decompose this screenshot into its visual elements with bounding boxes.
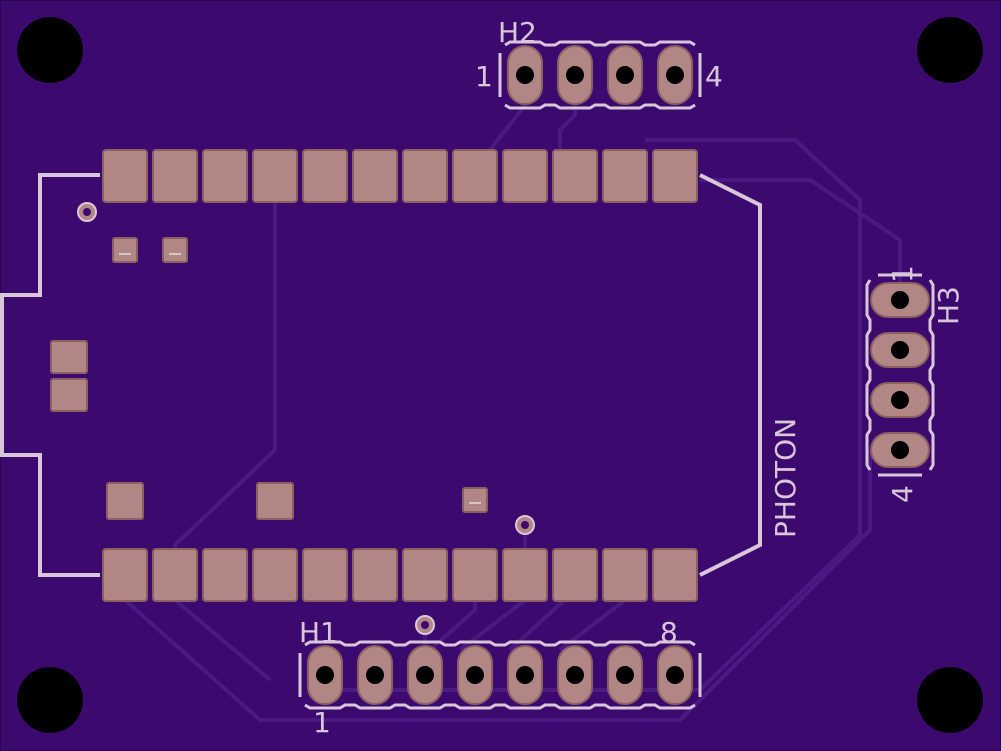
mounting-hole-bottom-left	[17, 667, 83, 733]
header-h1-outline-bottom	[304, 703, 696, 710]
module-pad-top	[252, 149, 298, 203]
header-h1-pin-hole	[616, 666, 634, 684]
header-h3-outline-right	[928, 279, 935, 471]
module-pad-top	[452, 149, 498, 203]
header-h1-pin-hole	[366, 666, 384, 684]
mounting-hole-bottom-right	[917, 667, 983, 733]
header-h3-pin-hole	[891, 441, 909, 459]
module-top-pad-row	[102, 149, 698, 203]
header-h1-pin-hole	[416, 666, 434, 684]
module-pad-top	[402, 149, 448, 203]
module-pad-bottom	[152, 548, 198, 602]
module-pad-top	[152, 149, 198, 203]
header-h1-label: H1	[299, 616, 338, 649]
header-h2-outline-bottom	[504, 103, 696, 110]
header-h2-pin-first: 1	[475, 60, 493, 93]
header-h3	[865, 273, 935, 477]
smd-pad	[256, 482, 294, 520]
header-h3-pin-last: 4	[886, 485, 919, 503]
header-h1-outline-top	[304, 640, 696, 647]
header-h1-pin-hole	[466, 666, 484, 684]
header-h3-pin-hole	[891, 341, 909, 359]
module-bottom-pad-row	[102, 548, 698, 602]
smd-pad	[162, 237, 188, 263]
module-pad-top	[302, 149, 348, 203]
module-pad-bottom	[652, 548, 698, 602]
header-h3-pin-first: 1	[886, 265, 919, 283]
header-h1-pin-hole	[566, 666, 584, 684]
smd-pad	[112, 237, 138, 263]
header-h2-pin-last: 4	[705, 60, 723, 93]
header-h3-pin-hole	[891, 391, 909, 409]
header-h3-pin-hole	[891, 291, 909, 309]
header-h1-pin-first: 1	[313, 706, 331, 739]
module-pad-top	[552, 149, 598, 203]
module-pad-bottom	[452, 548, 498, 602]
header-h2-pin-hole	[666, 66, 684, 84]
header-h2-pin-hole	[516, 66, 534, 84]
vias	[77, 202, 535, 635]
mounting-hole-top-left	[17, 17, 83, 83]
header-h1	[298, 640, 702, 710]
photon-module-label: PHOTON	[769, 418, 802, 538]
module-pad-top	[602, 149, 648, 203]
module-pad-bottom	[502, 548, 548, 602]
smd-pads	[50, 237, 488, 520]
module-pad-bottom	[252, 548, 298, 602]
module-pad-bottom	[202, 548, 248, 602]
header-h2-pin-hole	[616, 66, 634, 84]
header-h3-label: H3	[932, 286, 965, 325]
header-h2-label: H2	[498, 16, 537, 49]
pad-marks	[119, 253, 481, 504]
header-h1-pin-hole	[666, 666, 684, 684]
module-pad-top	[652, 149, 698, 203]
header-h3-outline-left	[865, 279, 872, 471]
via	[421, 621, 429, 629]
module-pad-top	[202, 149, 248, 203]
module-pad-top	[102, 149, 148, 203]
photon-module-outline	[0, 173, 762, 577]
module-pad-bottom	[602, 548, 648, 602]
module-pad-bottom	[302, 548, 348, 602]
smd-pad	[50, 340, 88, 374]
header-h1-pin-hole	[516, 666, 534, 684]
module-pad-bottom	[402, 548, 448, 602]
mounting-hole-top-right	[917, 17, 983, 83]
module-pad-top	[352, 149, 398, 203]
module-pad-top	[502, 149, 548, 203]
header-h1-pin-hole	[316, 666, 334, 684]
mounting-holes	[17, 17, 983, 733]
smd-pad	[50, 378, 88, 412]
smd-pad	[106, 482, 144, 520]
header-h2	[498, 40, 702, 110]
via	[521, 521, 529, 529]
smd-pad	[462, 487, 488, 513]
module-pad-bottom	[552, 548, 598, 602]
header-h2-outline-top	[504, 40, 696, 47]
header-h1-pin-last: 8	[660, 616, 678, 649]
header-h2-pin-hole	[566, 66, 584, 84]
module-pad-bottom	[352, 548, 398, 602]
via	[83, 208, 91, 216]
module-pad-bottom	[102, 548, 148, 602]
